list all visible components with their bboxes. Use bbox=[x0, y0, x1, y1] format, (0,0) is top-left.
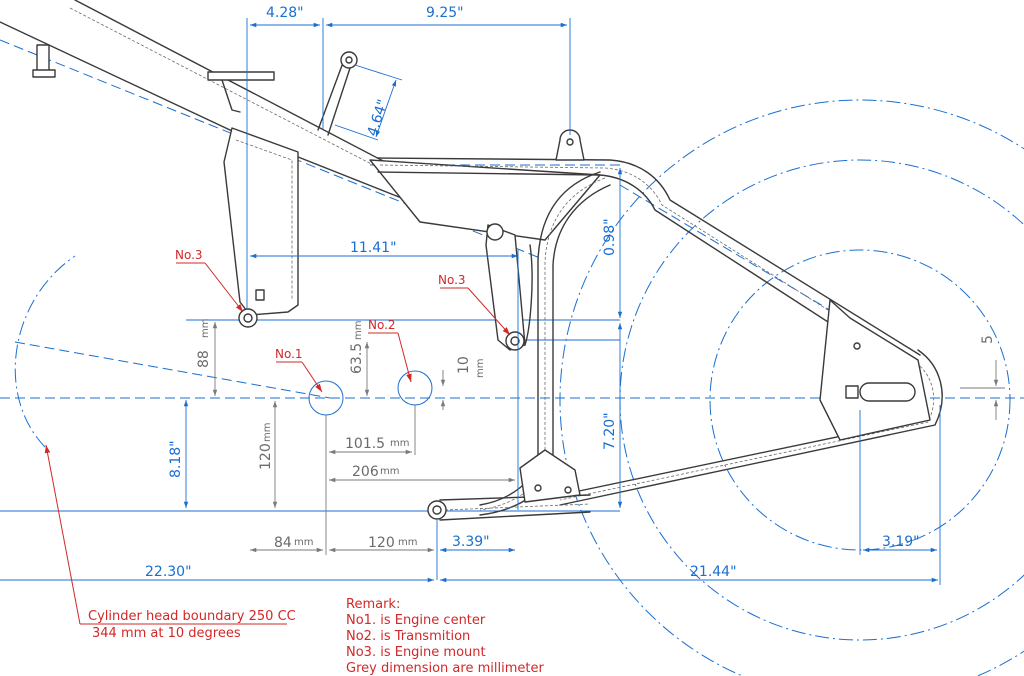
label-no2: No.2 bbox=[368, 318, 396, 332]
remark-line1: No1. is Engine center bbox=[346, 613, 486, 628]
dim-206: 206 bbox=[352, 464, 379, 480]
dim-120-vertical: 120 bbox=[258, 443, 274, 470]
mm-dimensions bbox=[212, 322, 1005, 555]
cylinder-note-line1: Cylinder head boundary 250 CC bbox=[88, 609, 296, 624]
remark-line2: No2. is Transmition bbox=[346, 629, 470, 644]
dim-8-18: 8.18" bbox=[168, 440, 184, 478]
dim-0-98: 0.98" bbox=[602, 218, 618, 256]
remark-line4: Grey dimension are millimeter bbox=[346, 661, 544, 676]
dim-21-44: 21.44" bbox=[690, 564, 737, 580]
label-no1: No.1 bbox=[275, 347, 303, 361]
cylinder-note-line2: 344 mm at 10 degrees bbox=[92, 626, 241, 641]
dim-101-5: 101.5 bbox=[345, 436, 385, 452]
dim-63-5-unit: mm bbox=[353, 321, 364, 340]
inch-dimensions bbox=[0, 18, 941, 585]
dim-84: 84 bbox=[274, 535, 292, 551]
dim-63-5: 63.5 bbox=[349, 343, 365, 374]
dim-5: 5 bbox=[980, 335, 996, 344]
dim-10-unit: mm bbox=[475, 359, 486, 378]
dim-206-unit: mm bbox=[380, 466, 399, 477]
dim-9-25: 9.25" bbox=[426, 5, 464, 21]
dim-101-5-unit: mm bbox=[390, 438, 409, 449]
remark-title: Remark: bbox=[346, 597, 400, 612]
red-leaders bbox=[44, 262, 511, 625]
remark-block: Remark: No1. is Engine center No2. is Tr… bbox=[346, 597, 544, 676]
dim-120-vertical-unit: mm bbox=[262, 423, 273, 442]
dim-11-41: 11.41" bbox=[350, 240, 397, 256]
center-lines bbox=[0, 39, 1024, 512]
dim-88-unit: mm bbox=[200, 319, 211, 338]
dim-3-19: 3.19" bbox=[882, 534, 920, 550]
dim-22-30: 22.30" bbox=[145, 564, 192, 580]
dim-7-20: 7.20" bbox=[602, 412, 618, 450]
dim-88: 88 bbox=[196, 350, 212, 368]
dim-120-horizontal-unit: mm bbox=[398, 537, 417, 548]
dim-120-horizontal: 120 bbox=[368, 535, 395, 551]
remark-line3: No3. is Engine mount bbox=[346, 645, 486, 660]
dim-4-28: 4.28" bbox=[266, 5, 304, 21]
dim-4-64: 4.64" bbox=[365, 98, 392, 139]
dim-84-unit: mm bbox=[294, 537, 313, 548]
label-no3-left: No.3 bbox=[175, 248, 203, 262]
motorcycle-frame bbox=[0, 0, 943, 521]
dim-3-39: 3.39" bbox=[452, 534, 490, 550]
label-no3-right: No.3 bbox=[438, 273, 466, 287]
dim-10: 10 bbox=[456, 356, 472, 374]
